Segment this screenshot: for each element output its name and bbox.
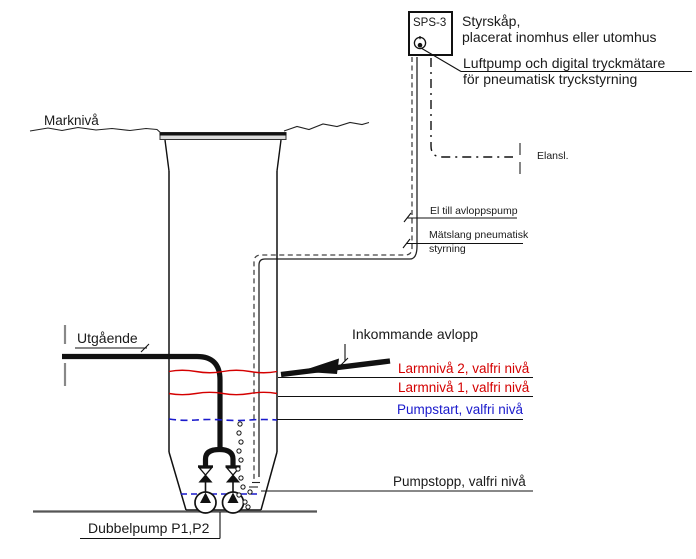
styrskap-label: Styrskåp, placerat inomhus eller utomhus — [462, 13, 657, 46]
pumpstart-label: Pumpstart, valfri nivå — [397, 402, 524, 417]
el-till-avloppspump-leader — [403, 212, 517, 223]
pumpstopp-label: Pumpstopp, valfri nivå — [393, 474, 526, 489]
larmniva1-label: Larmnivå 1, valfri nivå — [398, 380, 530, 395]
tank — [159, 132, 287, 511]
pump-manifold-arch — [198, 446, 241, 468]
luftpump-label: Luftpump och digital tryckmätare för pne… — [463, 55, 666, 88]
outgoing-pipe — [62, 325, 223, 448]
alarm-level-1-line — [168, 391, 533, 398]
incoming-pipe — [280, 344, 391, 378]
elansl-label: Elansl. — [537, 150, 569, 162]
flow-arrow-icon — [300, 358, 339, 374]
ground-surface-line — [29, 121, 370, 135]
electrical-cable-dashed — [253, 57, 413, 483]
inkommande-avlopp-label: Inkommande avlopp — [352, 326, 479, 342]
alarm-level-2-line — [168, 369, 533, 379]
matslang-leader — [402, 238, 523, 249]
pump-start-line — [168, 418, 523, 422]
dubbelpump-leader — [80, 512, 221, 540]
check-valve-p1 — [198, 467, 213, 493]
utgaende-label: Utgående — [77, 330, 138, 346]
pump-p1 — [194, 491, 217, 514]
pump-stop-line — [181, 490, 533, 495]
dubbelpump-label: Dubbelpump P1,P2 — [88, 520, 210, 536]
luftpump-leader — [420, 47, 692, 73]
air-bubbles — [235, 421, 253, 510]
sps3-label: SPS-3 — [413, 17, 447, 29]
markniva-label: Marknivå — [44, 113, 99, 128]
pressure-gauge-icon — [413, 36, 427, 50]
control-cabinet-box — [408, 11, 453, 56]
matslang-label: Mätslang pneumatisk styrning — [429, 229, 529, 256]
pneumatic-tube-solid — [249, 57, 418, 488]
check-valve-p2 — [225, 467, 241, 493]
el-till-avloppspump-label: El till avloppspump — [430, 205, 518, 217]
elansl-line — [430, 58, 521, 178]
larmniva2-label: Larmnivå 2, valfri nivå — [398, 361, 530, 376]
